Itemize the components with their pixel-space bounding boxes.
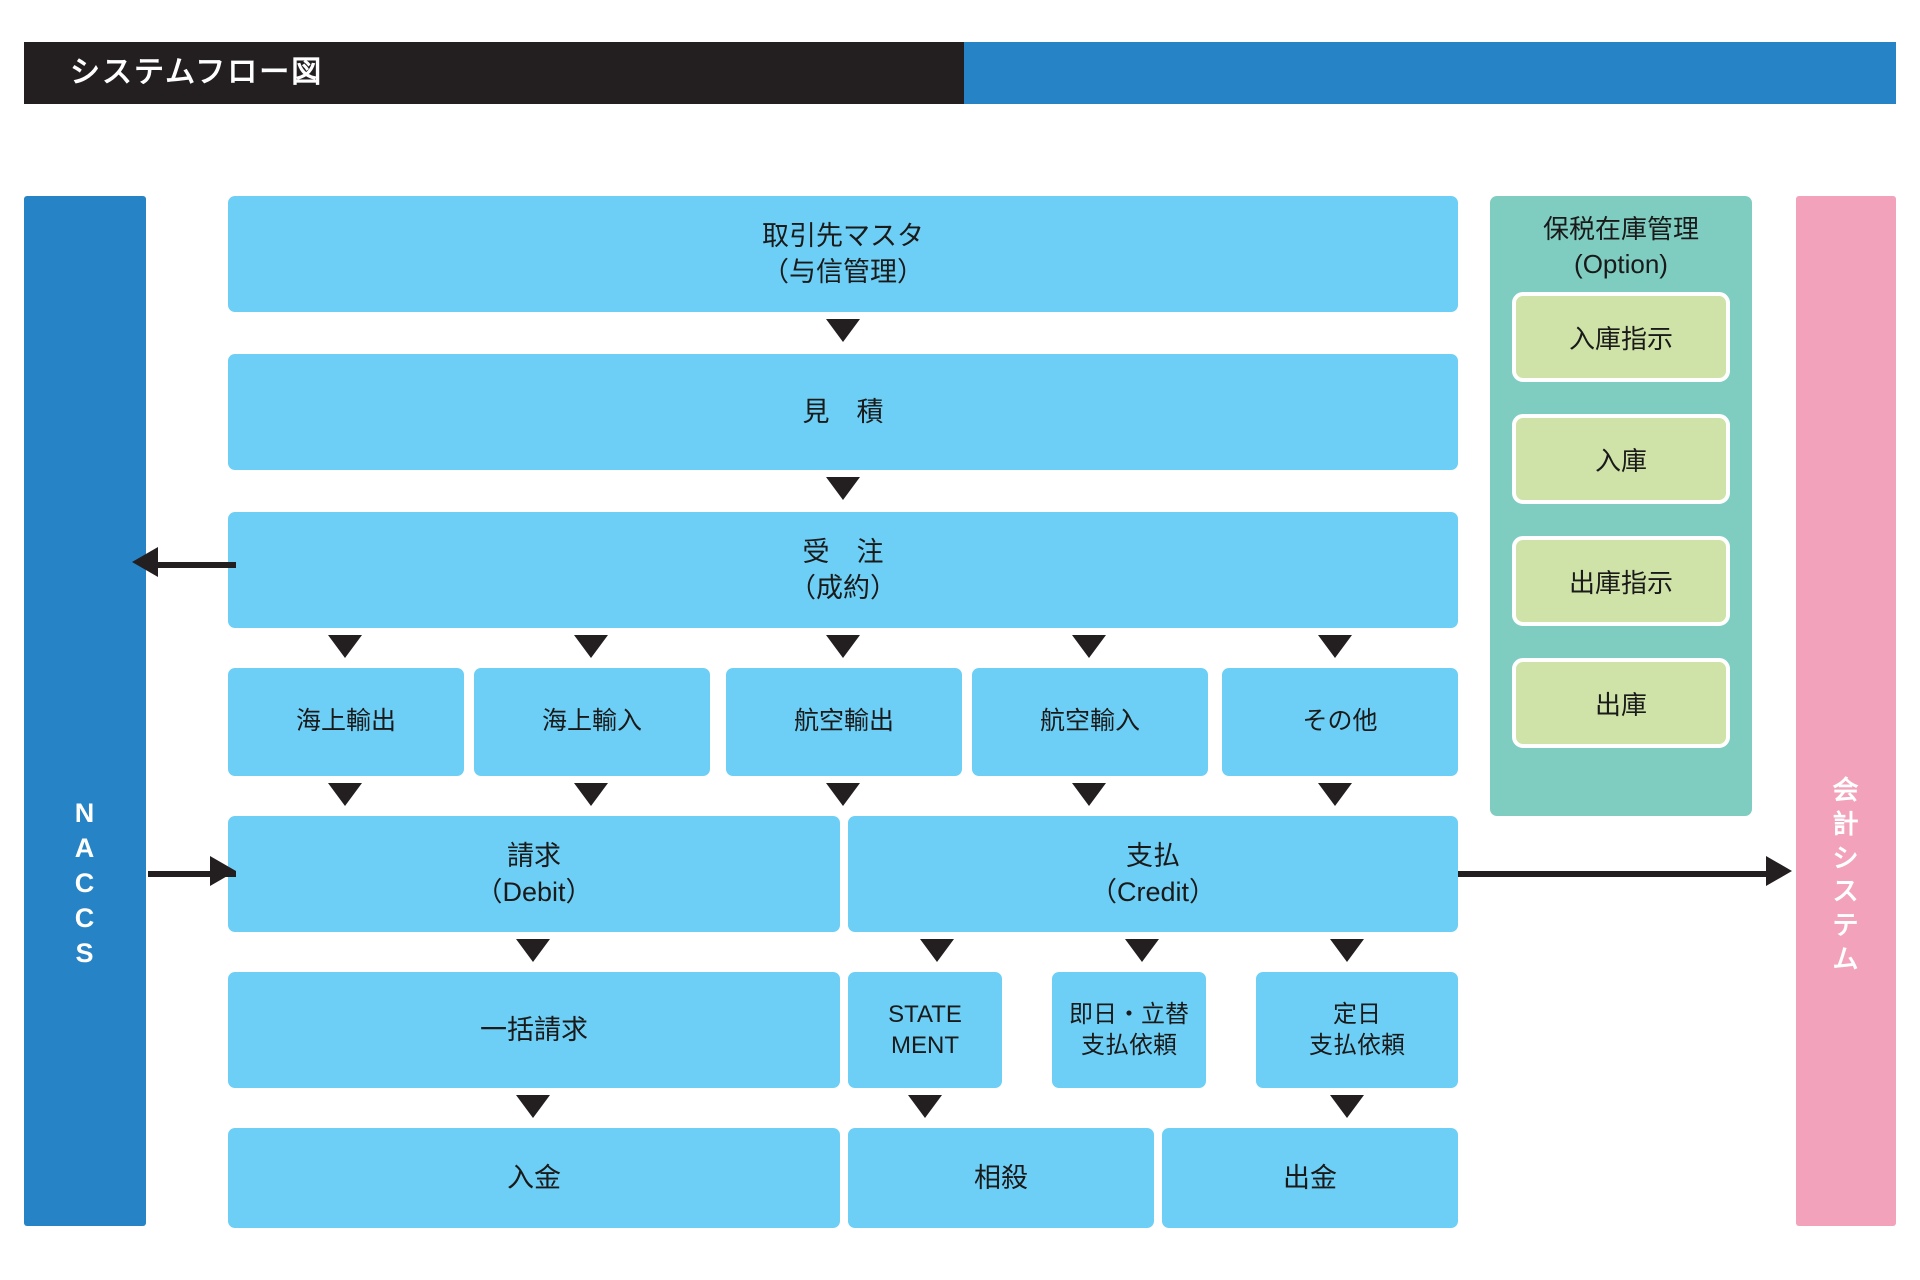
flow-box-credit[interactable]: 支払 （Credit） [848,816,1458,932]
flow-box-order[interactable]: 受 注 （成約） [228,512,1458,628]
arrow-down-order-to-cat-0 [328,635,362,658]
flow-box-category-3[interactable]: 航空輸入 [972,668,1208,776]
header-blue-panel [964,42,1896,104]
connector-naccs-to-debit [148,871,236,877]
connector-credit-to-accounting [1458,871,1776,877]
accounting-system-rail-label: 会 計 シ ス テ ム [1832,775,1860,974]
option-panel-title: 保税在庫管理 (Option) [1542,214,1699,279]
arrow-down-order-to-cat-1 [574,635,608,658]
accounting-system-rail: 会 計 シ ス テ ム [1796,196,1896,1226]
arrow-down-cat-2-to-credit [826,783,860,806]
arrow-down-credit-to-same-day [1125,939,1159,962]
arrow-head-right-debit [210,856,236,886]
flow-box-offset[interactable]: 相殺 [848,1128,1154,1228]
flow-box-estimate[interactable]: 見 積 [228,354,1458,470]
arrow-down-debit-to-bulk-invoice [516,939,550,962]
flow-box-master[interactable]: 取引先マスタ （与信管理） [228,196,1458,312]
flow-box-category-0[interactable]: 海上輸出 [228,668,464,776]
page-title: システムフロー図 [70,56,324,89]
arrow-down-order-to-cat-2 [826,635,860,658]
flow-box-statement[interactable]: STATE MENT [848,972,1002,1088]
arrow-down-order-to-cat-4 [1318,635,1352,658]
header-bar: システムフロー図 [24,42,1896,104]
flow-box-category-1[interactable]: 海上輸入 [474,668,710,776]
naccs-rail: N A C C S [24,196,146,1226]
option-box-shipping-instruction[interactable]: 出庫指示 [1512,536,1730,626]
flow-box-debit[interactable]: 請求 （Debit） [228,816,840,932]
arrow-down-cat-1-to-debit [574,783,608,806]
arrow-head-right-accounting [1766,856,1792,886]
flow-box-fixed-day-payment-request[interactable]: 定日 支払依頼 [1256,972,1458,1088]
flow-box-receipt[interactable]: 入金 [228,1128,840,1228]
arrow-down-credit-to-statement [920,939,954,962]
arrow-down-order-to-cat-3 [1072,635,1106,658]
arrow-down-cat-0-to-debit [328,783,362,806]
arrow-down-cat-3-to-credit [1072,783,1106,806]
header-dark-panel [24,42,964,104]
arrow-down-estimate-to-order [826,477,860,500]
arrow-down-statement-to-offset [908,1095,942,1118]
connector-order-to-naccs [158,562,236,568]
flow-box-payment-out[interactable]: 出金 [1162,1128,1458,1228]
arrow-down-cat-4-to-credit [1318,783,1352,806]
arrow-down-credit-to-fixed-day [1330,939,1364,962]
arrow-down-bulk-invoice-to-receipt [516,1095,550,1118]
option-box-warehousing[interactable]: 入庫 [1512,414,1730,504]
bonded-inventory-option-panel: 保税在庫管理 (Option) 入庫指示 入庫 出庫指示 出庫 [1490,196,1752,816]
option-box-warehousing-instruction[interactable]: 入庫指示 [1512,292,1730,382]
option-box-shipping[interactable]: 出庫 [1512,658,1730,748]
arrow-down-fixed-day-to-payment-out [1330,1095,1364,1118]
flow-box-category-2[interactable]: 航空輸出 [726,668,962,776]
flow-box-same-day-payment-request[interactable]: 即日・立替 支払依頼 [1052,972,1206,1088]
arrow-down-master-to-estimate [826,319,860,342]
naccs-rail-label: N A C C S [74,798,96,969]
arrow-head-left-naccs [132,547,158,577]
flow-box-bulk-invoice[interactable]: 一括請求 [228,972,840,1088]
flow-box-category-4[interactable]: その他 [1222,668,1458,776]
